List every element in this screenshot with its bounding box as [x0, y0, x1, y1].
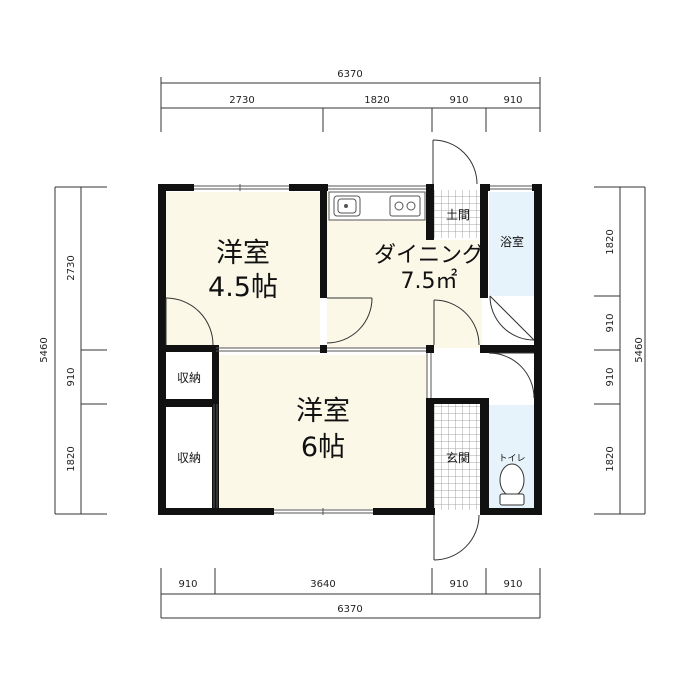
top-dimensions: [160, 77, 541, 132]
right-dim-1: 1820: [605, 229, 616, 254]
right-dim-4: 1820: [605, 446, 616, 471]
right-dim-2: 910: [605, 313, 616, 332]
kitchen-counter: [328, 191, 426, 221]
right-total-dim: 5460: [634, 337, 645, 362]
earthen-floor-tiles: [434, 190, 482, 238]
toilet-fixture: [499, 463, 525, 506]
bottom-dim-3: 910: [449, 579, 468, 590]
bottom-dim-1: 910: [178, 579, 197, 590]
left-dim-3: 1820: [66, 446, 77, 471]
left-dim-2: 910: [66, 367, 77, 386]
entrance-tiles: [434, 404, 482, 510]
storage-top-label: 収納: [177, 371, 201, 385]
storage-bottom-floor: [166, 408, 212, 509]
bottom-dim-4: 910: [503, 579, 522, 590]
storage-top-floor: [166, 355, 212, 399]
western-room-2-name: 洋室: [296, 396, 350, 427]
right-dim-3: 910: [605, 367, 616, 386]
bottom-dim-2: 3640: [310, 579, 335, 590]
western-room-1-name: 洋室: [216, 238, 270, 269]
top-dim-4: 910: [503, 95, 522, 106]
bottom-dimensions: [160, 568, 541, 619]
floor-areas: [166, 190, 535, 510]
left-dim-1: 2730: [66, 255, 77, 280]
dining-size: 7.5㎡: [401, 268, 458, 294]
top-dim-3: 910: [449, 95, 468, 106]
storage-bottom-label: 収納: [177, 451, 201, 465]
windows: [194, 184, 532, 515]
walls: [158, 184, 542, 515]
top-total-dim: 6370: [337, 69, 362, 80]
top-dim-2: 1820: [364, 95, 389, 106]
top-dim-1: 2730: [229, 95, 254, 106]
earthen-floor-label: 土間: [446, 208, 470, 222]
toilet-label: トイレ: [498, 454, 525, 464]
western-room-2-size: 6帖: [301, 432, 345, 463]
dining-name: ダイニング: [374, 243, 484, 268]
bathroom-label: 浴室: [500, 234, 524, 249]
left-dimensions: [54, 186, 107, 515]
left-total-dim: 5460: [39, 337, 50, 362]
bottom-total-dim: 6370: [337, 604, 362, 615]
western-room-1-size: 4.5帖: [208, 272, 278, 303]
door-swings: [165, 139, 535, 561]
bathroom-floor: [489, 192, 535, 296]
entrance-label: 玄関: [446, 450, 470, 465]
right-dimensions: [594, 186, 646, 515]
western-room-1-floor: [166, 192, 320, 348]
western-room-2-floor: [219, 355, 427, 509]
dining-floor-lower: [430, 240, 482, 348]
